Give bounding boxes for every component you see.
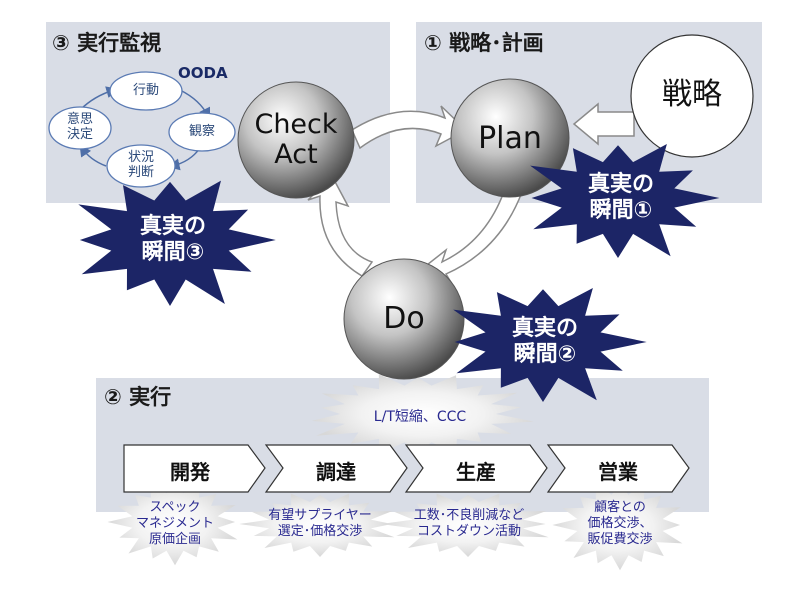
ooda-node-act <box>109 71 183 111</box>
ooda-node-orient <box>106 144 176 188</box>
banner-burst <box>311 374 534 454</box>
sub-bursts <box>107 482 683 571</box>
ooda-label: OODA <box>178 64 228 82</box>
ooda-item-act: 行動 <box>132 83 159 98</box>
do-label: Do <box>383 301 425 336</box>
step-chevrons <box>123 444 690 493</box>
step-sales-sub: 顧客との 価格交渉、 販促費交渉 <box>587 500 653 547</box>
step-sales-label: 営業 <box>598 460 638 484</box>
step-proc-label: 調達 <box>316 460 356 484</box>
ooda-item-orient: 状況 判断 <box>127 150 154 180</box>
moment-1-star <box>530 144 720 258</box>
step-dev-sub: スペック マネジメント 原価企画 <box>135 500 214 547</box>
step-dev-label: 開発 <box>170 460 210 484</box>
arrow-check-to-plan <box>351 105 468 150</box>
do-ball <box>343 258 465 380</box>
step-dev-burst <box>107 482 238 566</box>
ooda-node-decide <box>48 106 112 150</box>
execution-banner: L/T短縮、CCC <box>373 409 467 425</box>
plan-label: Plan <box>478 121 542 156</box>
strategy-circle <box>630 34 754 158</box>
moment-1-label: 真実の 瞬間① <box>587 172 654 223</box>
step-chevron-dev <box>123 444 266 493</box>
strategy-title: ① 戦略･計画 <box>424 31 544 55</box>
monitoring-title: ③ 実行監視 <box>52 31 162 55</box>
ooda-arrow-3 <box>79 144 107 167</box>
check-act-ball <box>237 81 355 199</box>
step-proc-sub: 有望サプライヤー 選定･価格交渉 <box>268 508 372 539</box>
execution-title: ② 実行 <box>104 385 172 409</box>
arrow-strategy-to-plan <box>572 102 635 146</box>
ooda-node-observe <box>168 112 236 152</box>
step-prod-label: 生産 <box>456 460 496 484</box>
step-chevron-prod <box>404 444 548 493</box>
moment-3-label: 真実の 瞬間③ <box>139 214 206 265</box>
banner-burst-shape <box>311 374 534 454</box>
strategy-label: 戦略 <box>662 77 722 112</box>
moment-2-label: 真実の 瞬間② <box>511 316 578 367</box>
ooda-arrow-1 <box>179 89 211 121</box>
ooda-item-observe: 観察 <box>188 124 215 139</box>
step-prod-sub: 工数･不良削減など コストダウン活動 <box>413 508 525 539</box>
step-prod-burst <box>380 493 549 557</box>
step-sales-burst <box>552 483 683 571</box>
moment-3-star <box>78 180 276 306</box>
step-proc-burst <box>239 493 395 557</box>
ooda-item-decide: 意思 決定 <box>66 112 93 142</box>
moment-stars <box>78 144 720 402</box>
step-chevron-sales <box>546 444 690 493</box>
step-chevron-proc <box>264 444 408 493</box>
check-act-label: Check Act <box>254 109 338 170</box>
moment-2-star <box>453 288 647 402</box>
